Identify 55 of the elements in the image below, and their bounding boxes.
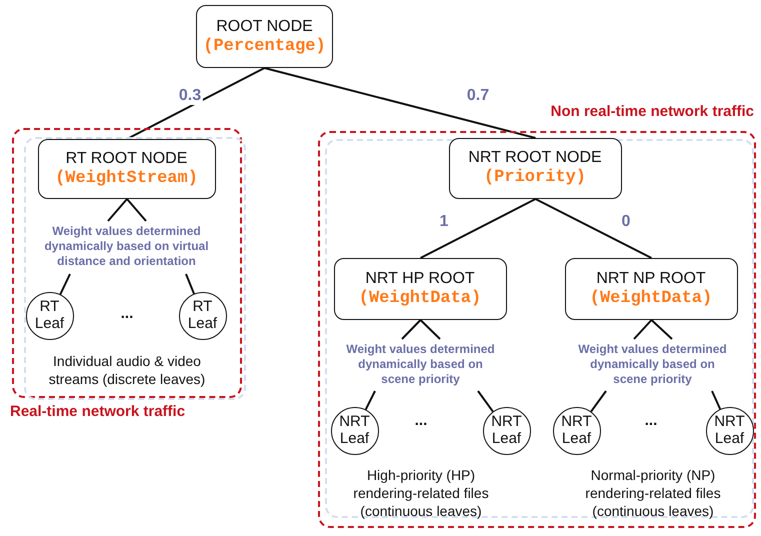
tree-branch-line [420,198,536,259]
leaf-circle [26,292,74,340]
leaf-circle [482,406,530,454]
weight-description: Weight values determined dynamically based on scene priority [574,342,730,386]
node-title: ROOT NODE [216,18,313,36]
node-title: RT ROOT NODE [66,150,188,168]
weight-function-name: (WeightData) [590,288,712,308]
tree-branch-line [711,390,722,410]
leaf-label: NRT Leaf [713,414,746,447]
node-title: NRT ROOT NODE [468,149,602,167]
leaf-circle [330,406,378,454]
leaf-circle [706,406,754,454]
tree-node-box [448,138,622,198]
leaf-circle [178,292,226,340]
group-heading: Real-time network traffic [10,403,186,420]
leaf-label: NRT Leaf [338,414,371,447]
ellipsis: ... [414,412,428,429]
tree-branch-line [650,319,673,340]
tree-branch-line [107,198,128,222]
weight-function-name: (Percentage) [203,36,326,56]
tree-branch-line [401,319,422,340]
leaf-circle [552,406,600,454]
tree-branch-line [420,319,441,340]
tree-branch-line [126,67,265,140]
leaf-label: RT Leaf [186,299,218,332]
tree-node-box [564,258,738,320]
tree-branch-line [590,390,607,412]
tree-node-box [334,258,506,320]
tree-branch-line [535,198,652,259]
leaf-caption: High-priority (HP) rendering-related files (continuous leaves) [352,466,490,520]
leaf-caption: Individual audio & video streams (discrete leaves) [48,352,206,388]
tree-branch-line [264,67,536,139]
weight-function-name: (WeightStream) [55,168,198,188]
tree-branch-line [59,274,71,295]
edge-weight-label: 0.3 [176,87,204,105]
node-title: NRT HP ROOT [365,270,475,288]
tree-node-box [38,138,216,198]
ellipsis: ... [644,412,658,429]
tree-node-box [196,5,333,68]
tree-branch-line [477,390,494,412]
tree-branch-line [364,390,376,410]
tree-branch-line [633,319,652,340]
leaf-label: RT Leaf [34,299,66,332]
leaf-label: NRT Leaf [490,414,523,447]
leaf-label: NRT Leaf [560,414,593,447]
weight-function-name: (Priority) [484,168,586,187]
weight-function-name: (WeightData) [358,288,482,308]
node-title: NRT NP ROOT [596,270,706,288]
weight-description: Weight values determined dynamically based on virtual distance and orientation [26,224,226,268]
ellipsis: ... [120,305,134,322]
group-heading: Non real-time network traffic [550,103,754,120]
leaf-caption: Normal-priority (NP) rendering-related files (continuous leaves) [584,466,722,520]
tree-branch-line [185,274,195,294]
weight-description: Weight values determined dynamically based on scene priority [342,342,498,386]
tree-branch-line [126,198,147,222]
